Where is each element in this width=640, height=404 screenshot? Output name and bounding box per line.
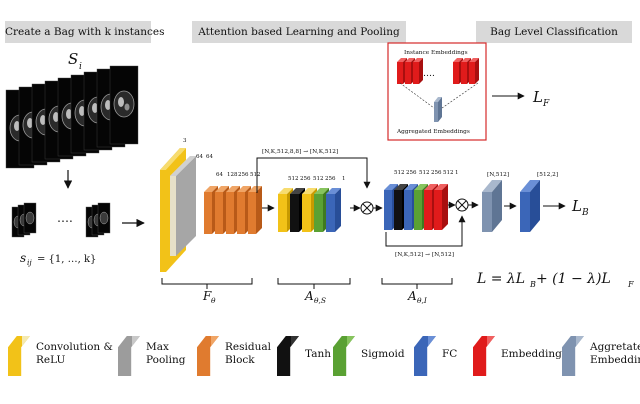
svg-text:F: F: [627, 280, 634, 289]
svg-text:θ: θ: [211, 296, 216, 305]
svg-text:512: 512: [288, 176, 299, 182]
svg-text:[N,512]: [N,512]: [487, 172, 509, 178]
svg-text:B: B: [529, 280, 536, 289]
svg-text:256: 256: [431, 170, 442, 176]
bag-symbol: S i: [68, 50, 82, 72]
residual-block: [248, 186, 262, 234]
svg-text:512: 512: [419, 170, 430, 176]
svg-text:S: S: [68, 50, 78, 68]
legend-label: Embeddings: [501, 348, 568, 360]
legend-label: FC: [442, 348, 458, 360]
svg-text:256: 256: [406, 170, 417, 176]
max-pooling-block: [170, 156, 196, 256]
svg-text:A: A: [407, 289, 417, 303]
loss-b-symbol: L B: [571, 197, 589, 218]
svg-text:L: L: [571, 197, 582, 215]
svg-text:512: 512: [443, 170, 454, 176]
svg-text:512: 512: [250, 172, 261, 178]
multiply-node-1: [360, 201, 374, 215]
instances-label: s ij = {1, …, k}: [20, 251, 96, 267]
svg-text:1: 1: [342, 176, 346, 182]
bottom-skip-path: [N,K,512] → [N,512]: [385, 215, 466, 258]
attention-s-dim-labels: 512 256 512 256 1: [288, 176, 346, 182]
svg-text:A: A: [304, 289, 314, 303]
svg-text:Instance Embeddings: Instance Embeddings: [404, 50, 468, 56]
encoder-dim-labels: 3 64 64 64 128 256 512: [183, 138, 261, 178]
svg-text:….: ….: [423, 69, 435, 79]
ct-slice: [109, 65, 139, 145]
ct-slice-stack: [5, 65, 139, 169]
instance-slice: [97, 202, 111, 234]
svg-text:256: 256: [325, 176, 336, 182]
svg-text:1: 1: [455, 170, 459, 176]
fc-block: [326, 188, 341, 232]
embeddings-box: Instance Embeddings …. Aggregated Embedd…: [387, 42, 487, 141]
svg-text:64: 64: [206, 154, 213, 160]
attention-i-blocks: [384, 184, 448, 230]
svg-text:ij: ij: [27, 258, 32, 267]
svg-text:+ (1 − λ)L: + (1 − λ)L: [536, 271, 611, 287]
svg-text:512: 512: [394, 170, 405, 176]
svg-text:3: 3: [183, 138, 187, 144]
legend-label: Sigmoid: [361, 348, 405, 360]
svg-text:θ,S: θ,S: [314, 296, 326, 305]
svg-text:i: i: [79, 62, 82, 72]
instance-ellipsis: ….: [57, 211, 73, 225]
top-skip-path: [N,K,512,8,8] → [N,K,512]: [256, 149, 371, 193]
svg-text:64: 64: [216, 172, 223, 178]
svg-text:64: 64: [196, 154, 203, 160]
brace-f-theta: F θ: [161, 278, 253, 305]
instance-embedding-block: [413, 58, 423, 84]
legend-label: AggretatedEmbedding: [590, 341, 640, 366]
svg-text:F: F: [542, 99, 550, 109]
instance-embedding-block: [469, 58, 479, 84]
svg-text:Aggregated Embeddings: Aggregated Embeddings: [396, 129, 470, 135]
svg-text:[N,K,512,8,8] → [N,K,512]: [N,K,512,8,8] → [N,K,512]: [262, 149, 338, 155]
brace-attention-s: A θ,S: [277, 278, 351, 305]
header-bag-classification: Bag Level Classification: [476, 21, 632, 43]
svg-text:128: 128: [227, 172, 238, 178]
svg-text:= {1, …, k}: = {1, …, k}: [37, 254, 96, 265]
embeddings-block: [434, 184, 448, 230]
svg-text:512: 512: [313, 176, 324, 182]
svg-text:B: B: [581, 208, 589, 218]
attention-i-dim-labels: 512 256 512 256 512 1: [394, 170, 459, 176]
final-fc-block: [512,2]: [520, 172, 558, 232]
instance-group-left: [11, 202, 37, 238]
header-create-bag: Create a Bag with k instances: [5, 21, 165, 43]
svg-text:256: 256: [300, 176, 311, 182]
instance-group-right: [85, 202, 111, 238]
svg-text:[512,2]: [512,2]: [537, 172, 558, 178]
multiply-node-2: [455, 198, 469, 212]
residual-blocks: [204, 186, 262, 234]
loss-f-symbol: L F: [532, 88, 550, 109]
total-loss-formula: L = λL B + (1 − λ)L F: [476, 271, 634, 289]
brace-attention-i: A θ,I: [381, 278, 453, 305]
svg-text:s: s: [20, 251, 26, 265]
instance-slice: [23, 202, 37, 234]
header-attention: Attention based Learning and Pooling: [192, 21, 406, 43]
svg-text:θ,I: θ,I: [417, 296, 428, 305]
svg-text:[N,K,512] → [N,512]: [N,K,512] → [N,512]: [395, 252, 454, 258]
attention-s-blocks: [278, 188, 341, 232]
svg-text:L = λL: L = λL: [476, 271, 525, 287]
aggregated-embedding-block: [N,512]: [482, 172, 509, 232]
legend-label: Tanh: [305, 348, 331, 360]
legend-label: Convolution &ReLU: [36, 341, 113, 366]
svg-text:F: F: [202, 289, 212, 303]
svg-text:256: 256: [238, 172, 249, 178]
svg-text:L: L: [532, 88, 543, 106]
